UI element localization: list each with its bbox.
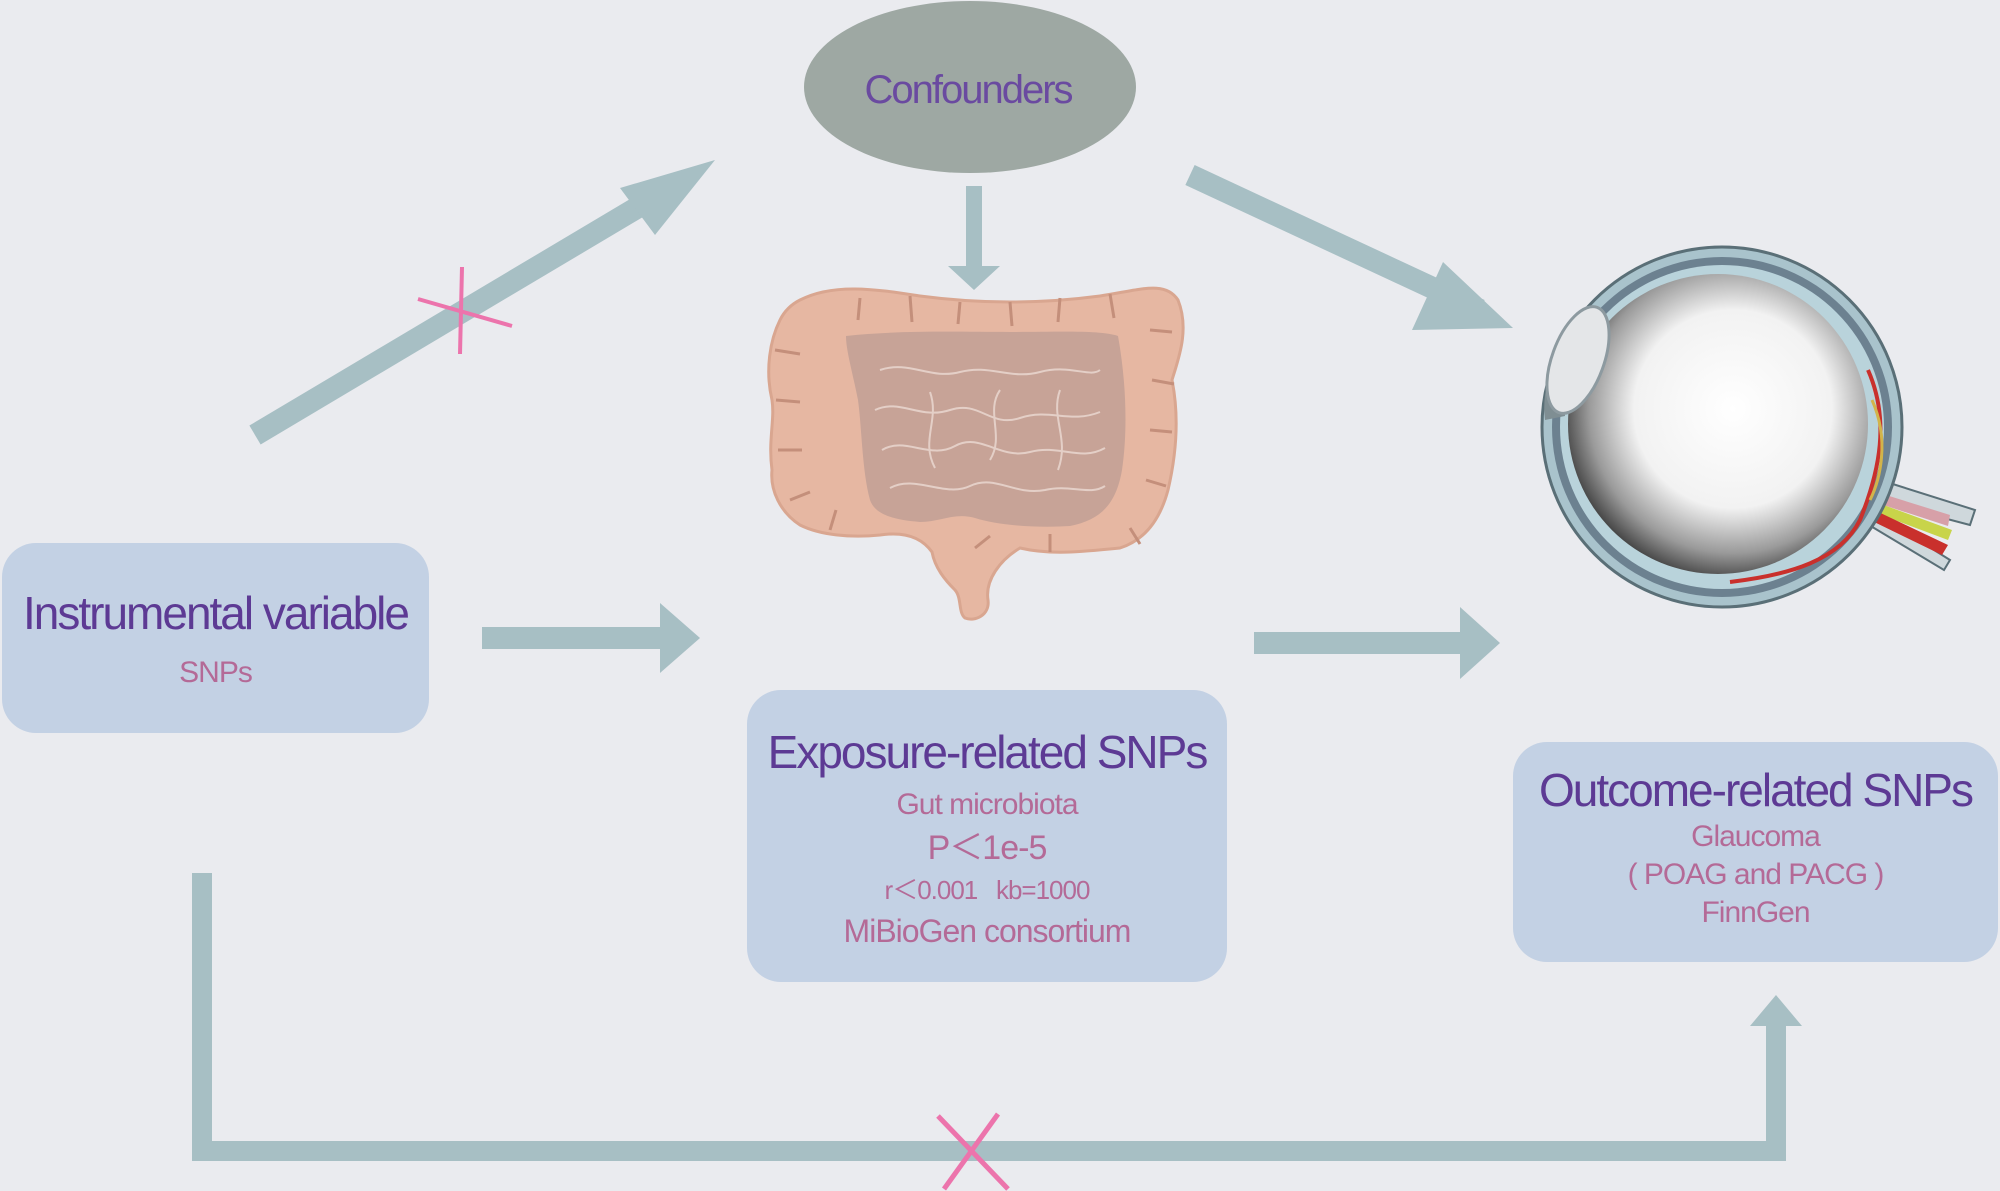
confounders-label: Confounders xyxy=(864,68,1073,112)
instrumental-variable-box: Instrumental variable SNPs xyxy=(2,543,429,733)
outcome-title: Outcome-related SNPs xyxy=(1539,764,1974,816)
instrumental-variable-subtitle: SNPs xyxy=(179,656,253,689)
exposure-line-pvalue: P＜1e-5 xyxy=(927,829,1048,867)
exposure-box: Exposure-related SNPs Gut microbiota P＜1… xyxy=(747,690,1227,982)
instrumental-variable-title: Instrumental variable xyxy=(23,587,410,639)
outcome-line-source: FinnGen xyxy=(1701,896,1810,929)
arrow-confounders-to-eye xyxy=(1185,165,1513,330)
arrows xyxy=(192,160,1802,1161)
exposure-line-clumping: r＜0.001 kb=1000 xyxy=(884,875,1091,905)
cross-icon-diagonal xyxy=(417,266,513,355)
arrow-iv-to-exposure xyxy=(482,603,700,673)
cross-icon-bottom xyxy=(936,1112,1010,1191)
arrow-iv-to-confounders xyxy=(249,160,715,445)
arrow-exposure-to-outcome xyxy=(1254,607,1500,679)
outcome-line-subtypes: ( POAG and PACG ) xyxy=(1627,858,1885,891)
exposure-line-consortium: MiBioGen consortium xyxy=(843,913,1132,949)
exposure-title: Exposure-related SNPs xyxy=(767,726,1209,778)
confounders-ellipse xyxy=(804,1,1136,173)
arrow-confounders-to-gut xyxy=(948,186,1000,290)
exposure-line-source: Gut microbiota xyxy=(896,788,1078,821)
outcome-line-disease: Glaucoma xyxy=(1691,820,1821,853)
outcome-box: Outcome-related SNPs Glaucoma ( POAG and… xyxy=(1513,742,1998,962)
intestine-icon xyxy=(767,286,1185,621)
eye-icon xyxy=(1540,245,1977,609)
arrow-iv-to-outcome-bottom xyxy=(192,873,1802,1161)
